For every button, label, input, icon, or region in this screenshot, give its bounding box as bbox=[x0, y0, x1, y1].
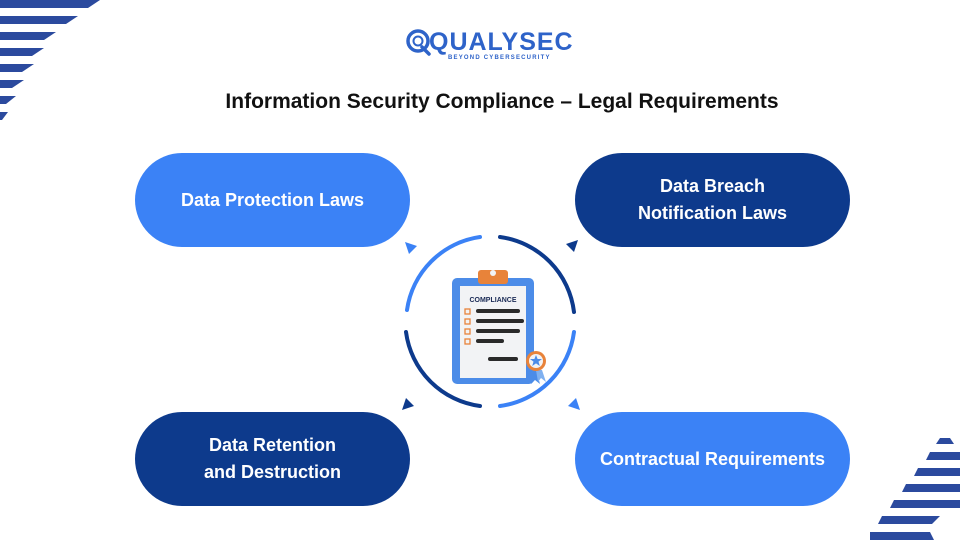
clipboard-label: COMPLIANCE bbox=[469, 297, 516, 304]
logo-tagline: BEYOND CYBERSECURITY bbox=[448, 55, 551, 61]
qualysec-logo-mark-icon bbox=[406, 29, 431, 56]
corner-stripes-bottom-right bbox=[870, 438, 960, 540]
cycle-arrow-top-right bbox=[498, 235, 576, 314]
cycle-arrow-bottom-left bbox=[404, 330, 482, 408]
compliance-clipboard-icon: COMPLIANCE bbox=[452, 270, 546, 384]
pill-contractual-requirements: Contractual Requirements bbox=[575, 412, 850, 506]
pill-label-line: Data Breach bbox=[659, 176, 766, 196]
qualysec-logo: QUALYSEC BEYOND CYBERSECURITY bbox=[405, 28, 575, 66]
cycle-arrows bbox=[404, 235, 576, 408]
cycle-arrowheads bbox=[402, 240, 580, 410]
arrowhead-top-right-icon bbox=[566, 240, 578, 252]
corner-stripes-top-left bbox=[0, 0, 100, 120]
pill-label-line: Notification Laws bbox=[637, 203, 787, 223]
cycle-arrow-top-left bbox=[405, 235, 482, 312]
logo-wordmark: QUALYSEC bbox=[429, 28, 574, 56]
award-ribbon-icon bbox=[526, 351, 546, 384]
pill-label-line: Data Protection Laws bbox=[180, 189, 365, 210]
arrowhead-bottom-right-icon bbox=[568, 398, 580, 410]
pill-label-line: Contractual Requirements bbox=[599, 448, 826, 469]
arrowhead-top-left-icon bbox=[405, 242, 417, 254]
cycle-arrow-bottom-right bbox=[498, 330, 576, 408]
pill-label-line: and Destruction bbox=[203, 462, 341, 482]
compliance-cycle-diagram: COMPLIANCE bbox=[402, 235, 580, 410]
pill-data-protection-laws: Data Protection Laws bbox=[135, 153, 410, 247]
pill-data-breach-notification-laws: Data Breach Notification Laws bbox=[575, 153, 850, 247]
arrowhead-bottom-left-icon bbox=[402, 398, 414, 410]
pill-data-retention-and-destruction: Data Retention and Destruction bbox=[135, 412, 410, 506]
page-title: Information Security Compliance – Legal … bbox=[225, 90, 779, 113]
pill-label-line: Data Retention bbox=[208, 435, 336, 455]
